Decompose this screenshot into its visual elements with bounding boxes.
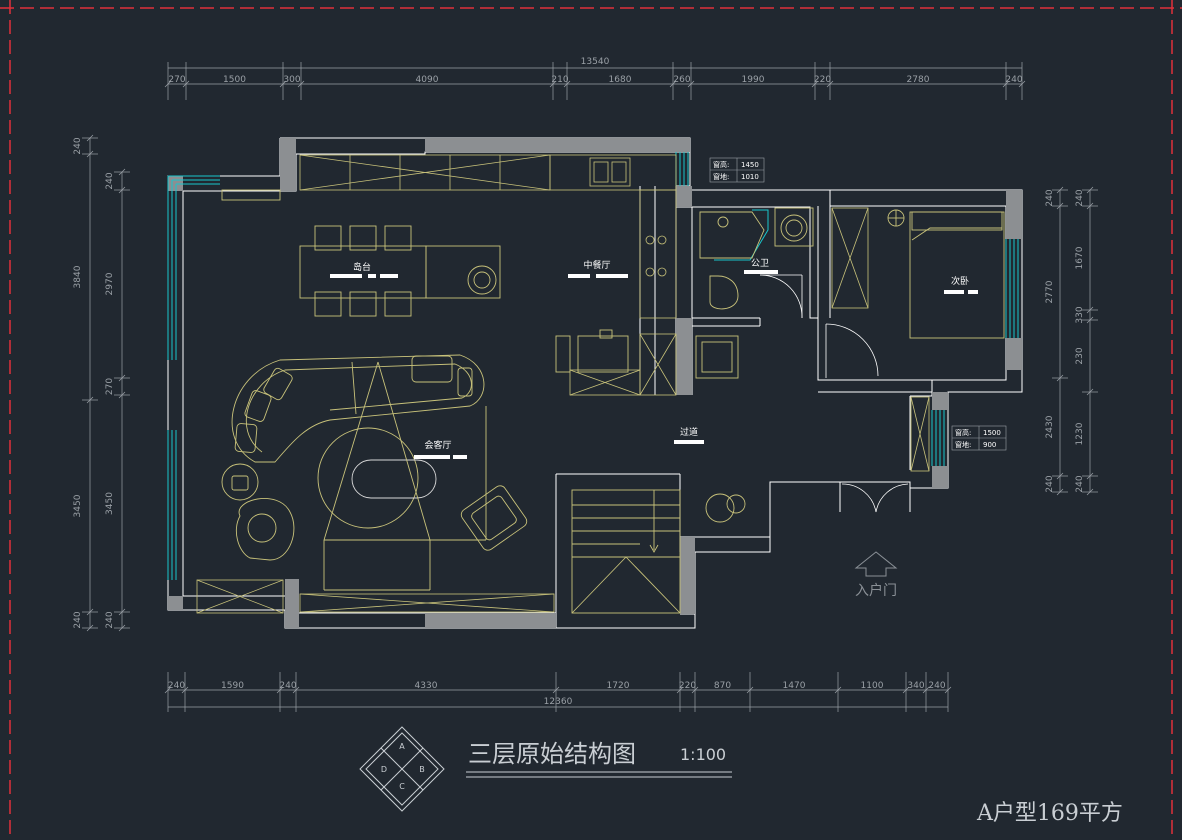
axis-label-b: B bbox=[419, 765, 425, 774]
axis-label-c: C bbox=[399, 782, 405, 791]
dim-top-10: 240 bbox=[1005, 75, 1022, 85]
dim-bottom-3: 4330 bbox=[415, 681, 438, 691]
cabinets bbox=[196, 154, 930, 614]
dim-right-outer-1: 2770 bbox=[1045, 280, 1055, 303]
dim-top-3: 4090 bbox=[416, 75, 439, 85]
doors bbox=[759, 274, 909, 513]
room-label-bars bbox=[330, 270, 978, 459]
dim-top-total: 13540 bbox=[581, 57, 610, 67]
left-dim-labels: 240 3840 3450 240 240 2970 270 3450 240 bbox=[73, 137, 115, 628]
entry-arrow-icon bbox=[854, 551, 898, 577]
dim-top-0: 270 bbox=[168, 75, 185, 85]
furniture bbox=[221, 189, 1005, 614]
room-label-bath: 公卫 bbox=[751, 258, 769, 269]
axis-symbol bbox=[359, 726, 445, 812]
window-tag-2: 窗高: 1500 窗地: 900 bbox=[951, 425, 1007, 451]
window-1-sill-label: 窗高: bbox=[713, 160, 729, 169]
dim-left-inner-0: 240 bbox=[105, 172, 115, 189]
dim-right-outer-2: 2430 bbox=[1045, 415, 1055, 438]
dim-top-4: 210 bbox=[551, 75, 568, 85]
windows bbox=[167, 152, 1019, 580]
dim-right-inner-1: 1670 bbox=[1075, 246, 1085, 269]
dim-right-outer-0: 240 bbox=[1045, 189, 1055, 206]
dim-top-5: 1680 bbox=[609, 75, 632, 85]
right-dim-labels: 240 2770 2430 240 240 1670 330 230 1230 240 bbox=[1045, 189, 1085, 492]
dim-left-outer-0: 240 bbox=[73, 137, 83, 154]
dim-left-outer-3: 240 bbox=[73, 611, 83, 628]
dim-bottom-total: 12360 bbox=[544, 697, 573, 707]
entry-label: 入户门 bbox=[855, 582, 897, 599]
window-1-width: 1010 bbox=[741, 173, 759, 181]
window-2-sill-label: 窗高: bbox=[955, 428, 971, 437]
bottom-dimensions bbox=[164, 672, 952, 712]
dim-left-inner-3: 3450 bbox=[105, 492, 115, 515]
room-label-bedroom: 次卧 bbox=[951, 275, 969, 287]
dim-top-2: 300 bbox=[283, 75, 300, 85]
dim-bottom-2: 240 bbox=[279, 681, 296, 691]
room-label-dining: 中餐厅 bbox=[583, 259, 610, 271]
window-2-width: 900 bbox=[983, 441, 996, 449]
dim-right-inner-5: 240 bbox=[1075, 475, 1085, 492]
dim-top-9: 2780 bbox=[907, 75, 930, 85]
axis-label-a: A bbox=[399, 742, 405, 751]
dim-bottom-0: 240 bbox=[168, 681, 185, 691]
drawing-title: 三层原始结构图 bbox=[468, 740, 636, 768]
dim-bottom-5: 220 bbox=[679, 681, 696, 691]
dim-left-outer-1: 3840 bbox=[73, 265, 83, 288]
window-1-width-label: 窗地: bbox=[713, 172, 729, 181]
dim-top-1: 1500 bbox=[223, 75, 246, 85]
dim-left-outer-2: 3450 bbox=[73, 494, 83, 517]
dim-bottom-8: 1100 bbox=[861, 681, 884, 691]
dim-left-inner-2: 270 bbox=[105, 378, 115, 395]
dim-right-inner-3: 230 bbox=[1075, 347, 1085, 364]
window-tag-1: 窗高: 1450 窗地: 1010 bbox=[709, 157, 765, 183]
wall-pillars bbox=[168, 138, 1022, 628]
dim-top-6: 260 bbox=[673, 75, 690, 85]
dim-right-outer-3: 240 bbox=[1045, 475, 1055, 492]
dim-top-8: 220 bbox=[814, 75, 831, 85]
plan-type-label: A户型169平方 bbox=[976, 801, 1123, 826]
room-label-living: 会客厅 bbox=[424, 439, 451, 451]
window-2-width-label: 窗地: bbox=[955, 440, 971, 449]
dim-right-inner-4: 1230 bbox=[1075, 422, 1085, 445]
dim-top-7: 1990 bbox=[742, 75, 765, 85]
dim-right-inner-2: 330 bbox=[1075, 306, 1085, 323]
left-dimensions bbox=[82, 134, 130, 632]
dim-bottom-6: 870 bbox=[714, 681, 731, 691]
dim-right-inner-0: 240 bbox=[1075, 189, 1085, 206]
window-1-sill: 1450 bbox=[741, 161, 759, 169]
room-label-corridor: 过道 bbox=[680, 426, 698, 438]
walls bbox=[167, 137, 1023, 629]
dim-left-inner-4: 240 bbox=[105, 611, 115, 628]
right-dimensions bbox=[1052, 186, 1098, 496]
drawing-scale: 1:100 bbox=[680, 745, 726, 764]
top-dimensions bbox=[164, 62, 1026, 100]
top-dim-labels: 270 1500 300 4090 210 1680 260 1990 220 2780 240 bbox=[168, 75, 1022, 85]
dim-bottom-4: 1720 bbox=[607, 681, 630, 691]
axis-label-d: D bbox=[381, 765, 387, 774]
window-2-sill: 1500 bbox=[983, 429, 1001, 437]
dim-bottom-10: 240 bbox=[928, 681, 945, 691]
room-label-island: 岛台 bbox=[353, 261, 371, 273]
dim-left-inner-1: 2970 bbox=[105, 272, 115, 295]
bottom-dim-labels: 240 1590 240 4330 1720 220 870 1470 1100 340 240 bbox=[168, 681, 946, 691]
dim-bottom-7: 1470 bbox=[783, 681, 806, 691]
dim-bottom-9: 340 bbox=[907, 681, 924, 691]
dim-bottom-1: 1590 bbox=[221, 681, 244, 691]
